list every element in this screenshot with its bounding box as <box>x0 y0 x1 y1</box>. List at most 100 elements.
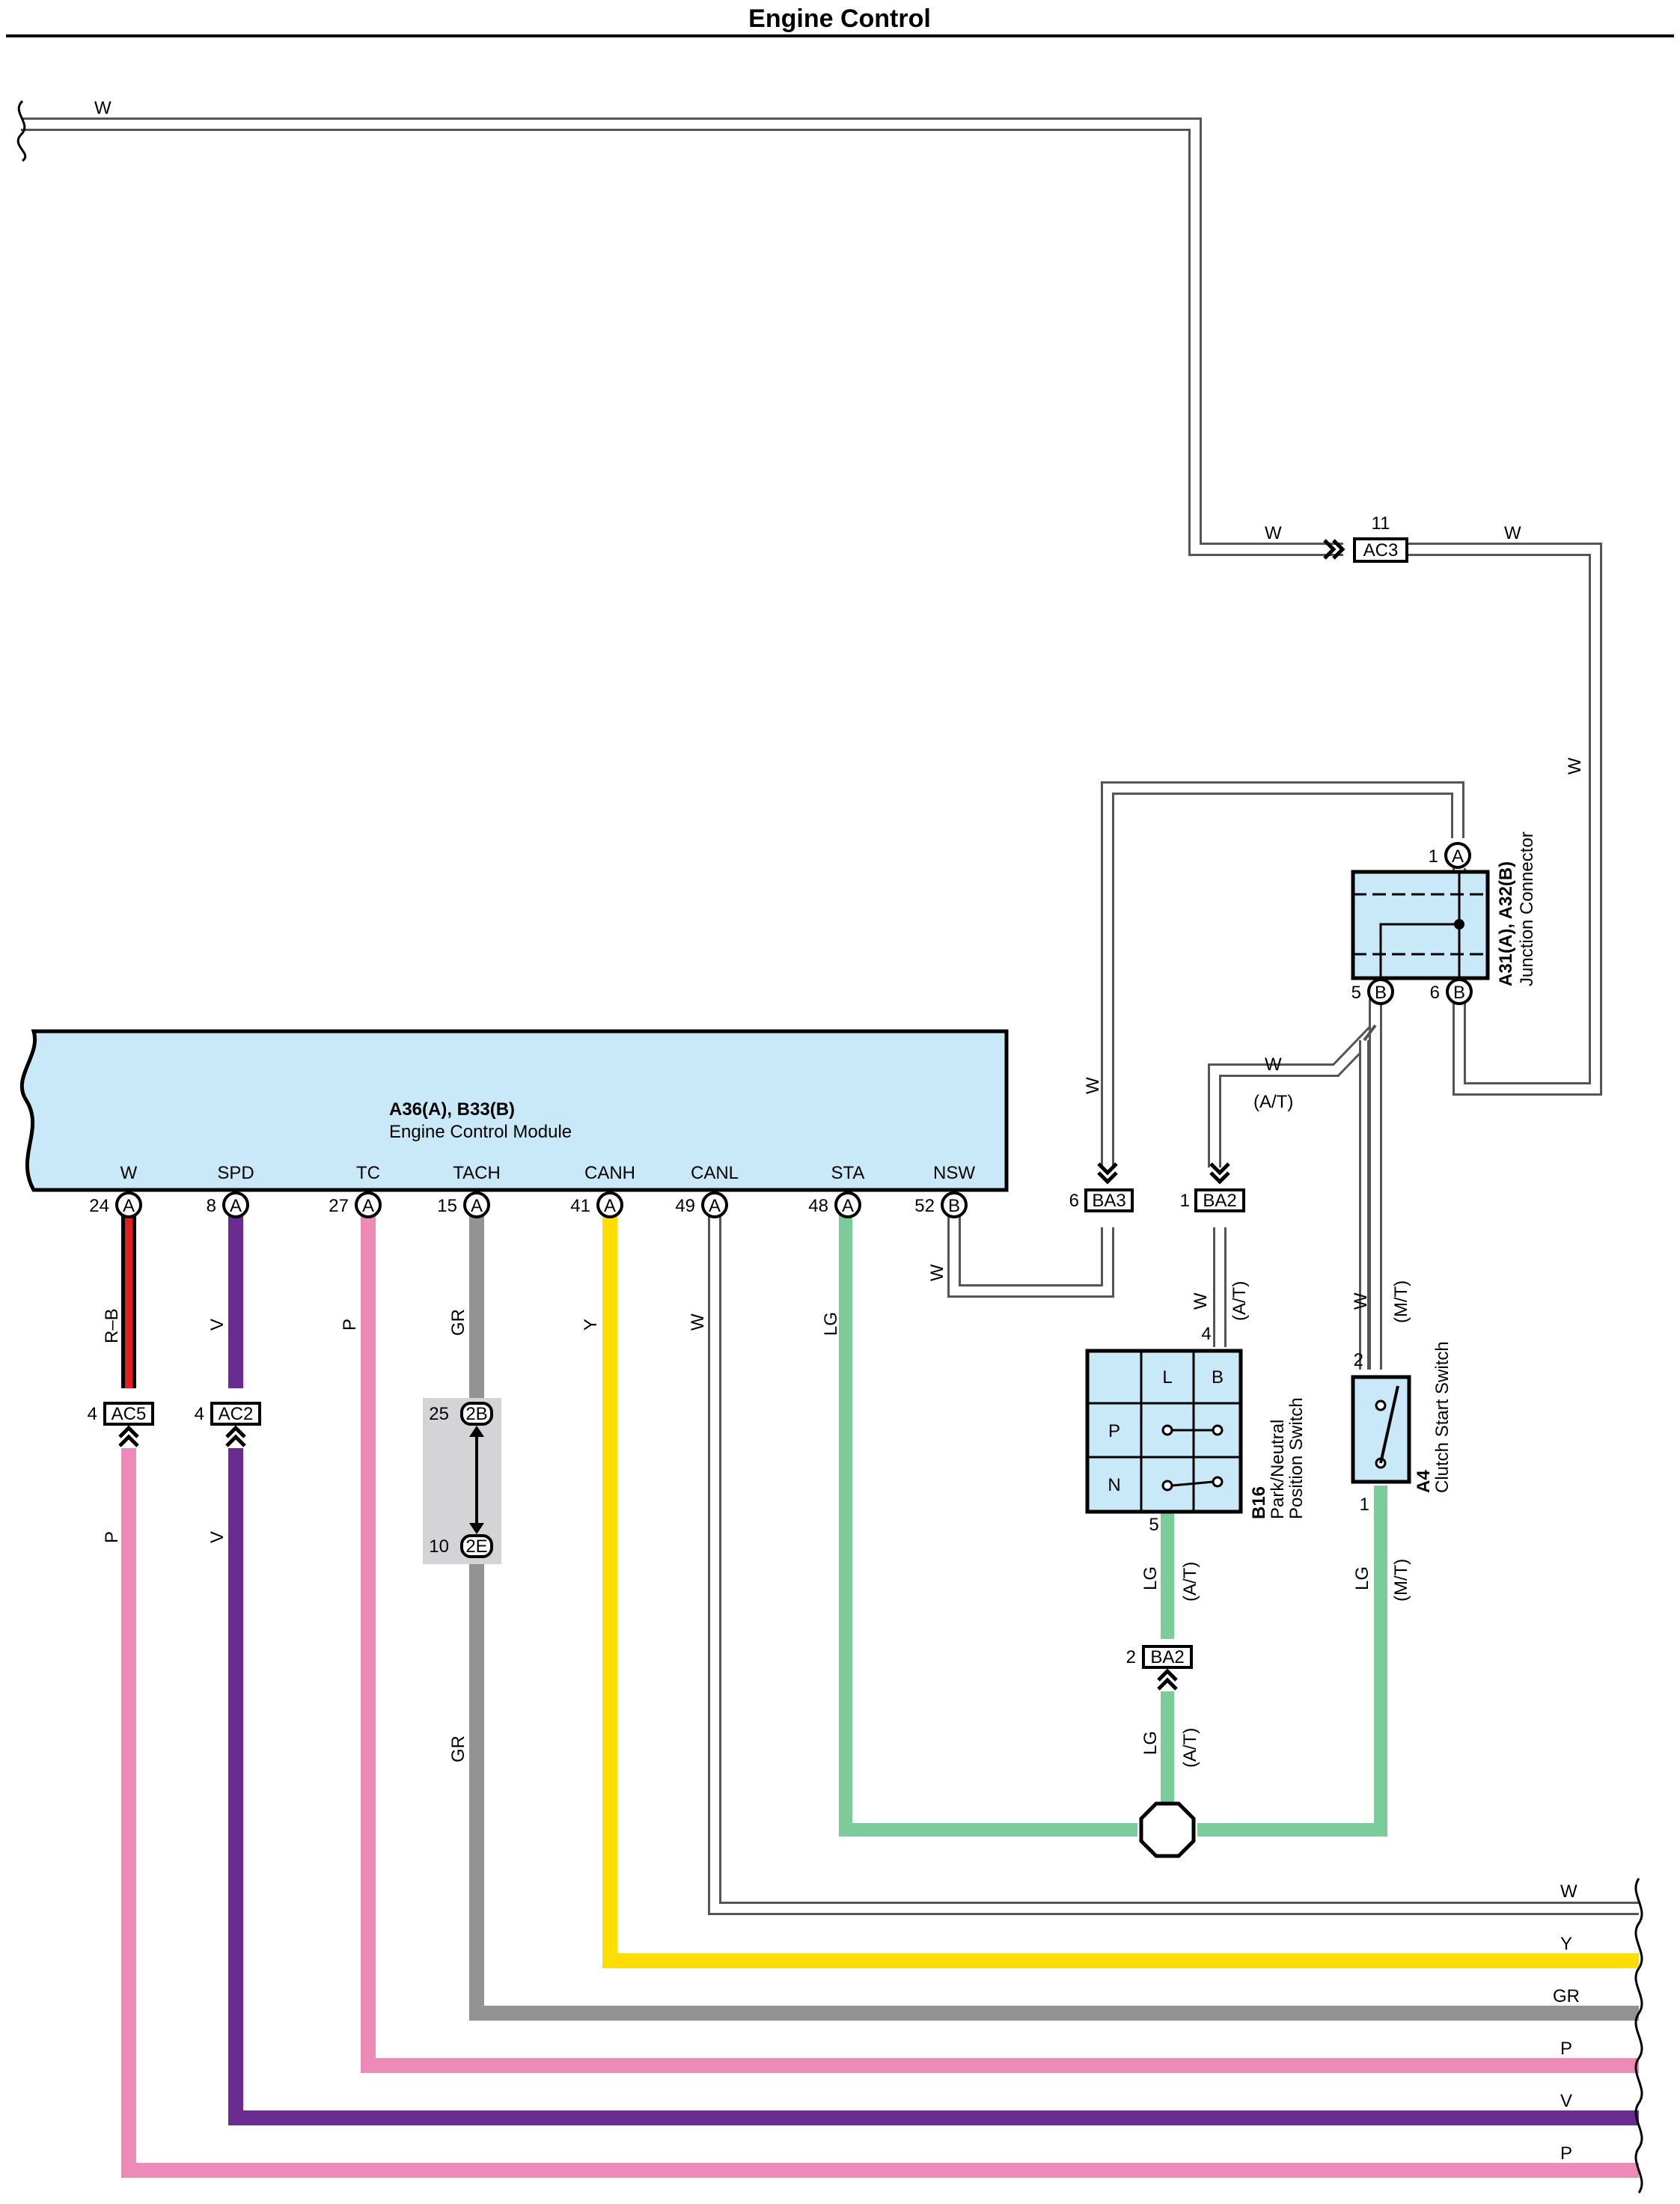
connector-ac5: AC5 4 <box>88 1402 154 1447</box>
svg-text:2: 2 <box>1126 1647 1136 1667</box>
connector-ba3: BA3 6 <box>1069 1162 1134 1212</box>
ecm-term-w: W <box>120 1163 138 1183</box>
svg-text:11: 11 <box>1372 513 1390 534</box>
svg-text:(A/T): (A/T) <box>1253 1092 1293 1112</box>
wire-w-top <box>21 117 1602 1096</box>
svg-text:(M/T): (M/T) <box>1391 1559 1411 1602</box>
svg-text:GR: GR <box>1553 1986 1580 2006</box>
wire-v-lower <box>228 1448 1639 2125</box>
svg-text:10: 10 <box>429 1536 449 1557</box>
clutch-name: Clutch Start Switch <box>1432 1341 1453 1493</box>
svg-text:W: W <box>927 1264 947 1281</box>
svg-text:A: A <box>362 1196 374 1216</box>
page-title: Engine Control <box>748 4 931 33</box>
svg-text:1: 1 <box>1429 846 1438 867</box>
connector-ac2: AC2 4 <box>195 1402 261 1447</box>
svg-text:A: A <box>1452 846 1464 867</box>
svg-text:41: 41 <box>570 1196 590 1216</box>
svg-text:(A/T): (A/T) <box>1230 1281 1250 1321</box>
svg-text:GR: GR <box>448 1309 468 1336</box>
pn-name1: Park/Neutral <box>1268 1420 1288 1519</box>
svg-text:P: P <box>340 1319 360 1331</box>
ecm-term-canh: CANH <box>584 1163 635 1183</box>
svg-text:B: B <box>1375 983 1387 1003</box>
svg-text:BA2: BA2 <box>1203 1191 1236 1211</box>
clutch-id: A4 <box>1414 1470 1434 1493</box>
svg-text:Y: Y <box>1560 1934 1572 1954</box>
svg-text:P: P <box>102 1531 122 1543</box>
splice-point <box>1139 1801 1196 1858</box>
ecm-name: Engine Control Module <box>389 1122 572 1142</box>
svg-text:5: 5 <box>1149 1515 1158 1535</box>
wire-w-canl <box>708 1206 1639 1915</box>
wire-y <box>602 1206 1639 1968</box>
svg-text:A: A <box>709 1196 721 1216</box>
connector-ba2-bottom: BA2 2 <box>1126 1645 1193 1691</box>
svg-text:Y: Y <box>581 1319 601 1331</box>
svg-text:4: 4 <box>88 1404 97 1424</box>
svg-text:N: N <box>1108 1475 1120 1495</box>
ecm-module: A36(A), B33(B) Engine Control Module W S… <box>19 1029 1009 1192</box>
svg-text:W: W <box>1565 757 1585 775</box>
ecm-term-tc: TC <box>356 1163 380 1183</box>
wire-lg <box>839 1209 1387 1837</box>
pn-id: B16 <box>1249 1486 1269 1519</box>
svg-text:6: 6 <box>1430 983 1440 1003</box>
svg-text:8: 8 <box>207 1196 216 1216</box>
svg-text:LG: LG <box>821 1312 841 1336</box>
svg-text:W: W <box>1265 1054 1282 1075</box>
break-mark-right <box>1634 1878 1643 2194</box>
wire-gr <box>469 1206 1639 2021</box>
park-neutral-switch: L B P N 4 5 B16 Park/Neutral Position Sw… <box>1085 1324 1307 1535</box>
ecm-term-tach: TACH <box>453 1163 501 1183</box>
junction-id: A31(A), A32(B) <box>1496 861 1516 986</box>
svg-text:1: 1 <box>1180 1191 1190 1211</box>
svg-text:W: W <box>94 98 112 118</box>
wire-p-lower <box>121 1448 1639 2178</box>
svg-text:27: 27 <box>329 1196 349 1216</box>
svg-text:GR: GR <box>448 1736 468 1762</box>
svg-text:P: P <box>1108 1421 1120 1441</box>
svg-text:2E: 2E <box>465 1536 487 1557</box>
ecm-id: A36(A), B33(B) <box>389 1099 515 1120</box>
svg-text:1: 1 <box>1360 1495 1369 1515</box>
wire-labels: W W W W W W (A/T) W W (A/T) W (M/T) LG (… <box>94 98 1585 1768</box>
ecm-pins: A 24 A 8 A 27 A 15 A 41 A 49 A 48 B 52 <box>89 1191 968 1218</box>
svg-text:(A/T): (A/T) <box>1180 1562 1200 1602</box>
svg-text:P: P <box>1560 2039 1572 2059</box>
svg-text:AC5: AC5 <box>112 1404 147 1424</box>
svg-text:4: 4 <box>195 1404 204 1424</box>
junction-name: Junction Connector <box>1517 831 1537 986</box>
svg-text:2B: 2B <box>465 1404 487 1424</box>
ecm-term-sta: STA <box>831 1163 865 1183</box>
svg-text:A: A <box>230 1196 242 1216</box>
svg-text:6: 6 <box>1069 1191 1079 1211</box>
svg-text:R–B: R–B <box>102 1308 122 1343</box>
svg-text:15: 15 <box>437 1196 457 1216</box>
svg-text:52: 52 <box>914 1196 935 1216</box>
svg-text:A: A <box>604 1196 616 1216</box>
svg-text:(A/T): (A/T) <box>1180 1728 1200 1768</box>
svg-text:V: V <box>207 1319 227 1331</box>
svg-text:LG: LG <box>1352 1566 1372 1590</box>
svg-text:BA2: BA2 <box>1150 1647 1184 1667</box>
pn-name2: Position Switch <box>1286 1397 1307 1519</box>
ecm-term-canl: CANL <box>691 1163 739 1183</box>
svg-text:AC3: AC3 <box>1363 540 1399 561</box>
connector-ac3: AC3 11 <box>1323 513 1408 563</box>
svg-text:AC2: AC2 <box>219 1404 254 1424</box>
connector-2b-2e: 2B 25 2E 10 <box>423 1398 501 1564</box>
wire-p-tc <box>361 1206 1639 2073</box>
svg-text:L: L <box>1162 1367 1172 1388</box>
svg-text:25: 25 <box>429 1404 449 1424</box>
wire-w-ba3-nsw <box>947 1206 1114 1298</box>
wire-w-junction-ba3 <box>1101 781 1464 1167</box>
svg-text:4: 4 <box>1201 1324 1211 1344</box>
junction-connector: A 1 B 5 B 6 A31(A), A32(B) Junction Conn… <box>1351 831 1537 1005</box>
svg-text:B: B <box>1453 983 1465 1003</box>
svg-text:V: V <box>1560 2091 1572 2111</box>
svg-text:A: A <box>123 1196 135 1216</box>
svg-text:W: W <box>1083 1077 1103 1094</box>
wire-w-junction-ba2 <box>1208 999 1382 1370</box>
